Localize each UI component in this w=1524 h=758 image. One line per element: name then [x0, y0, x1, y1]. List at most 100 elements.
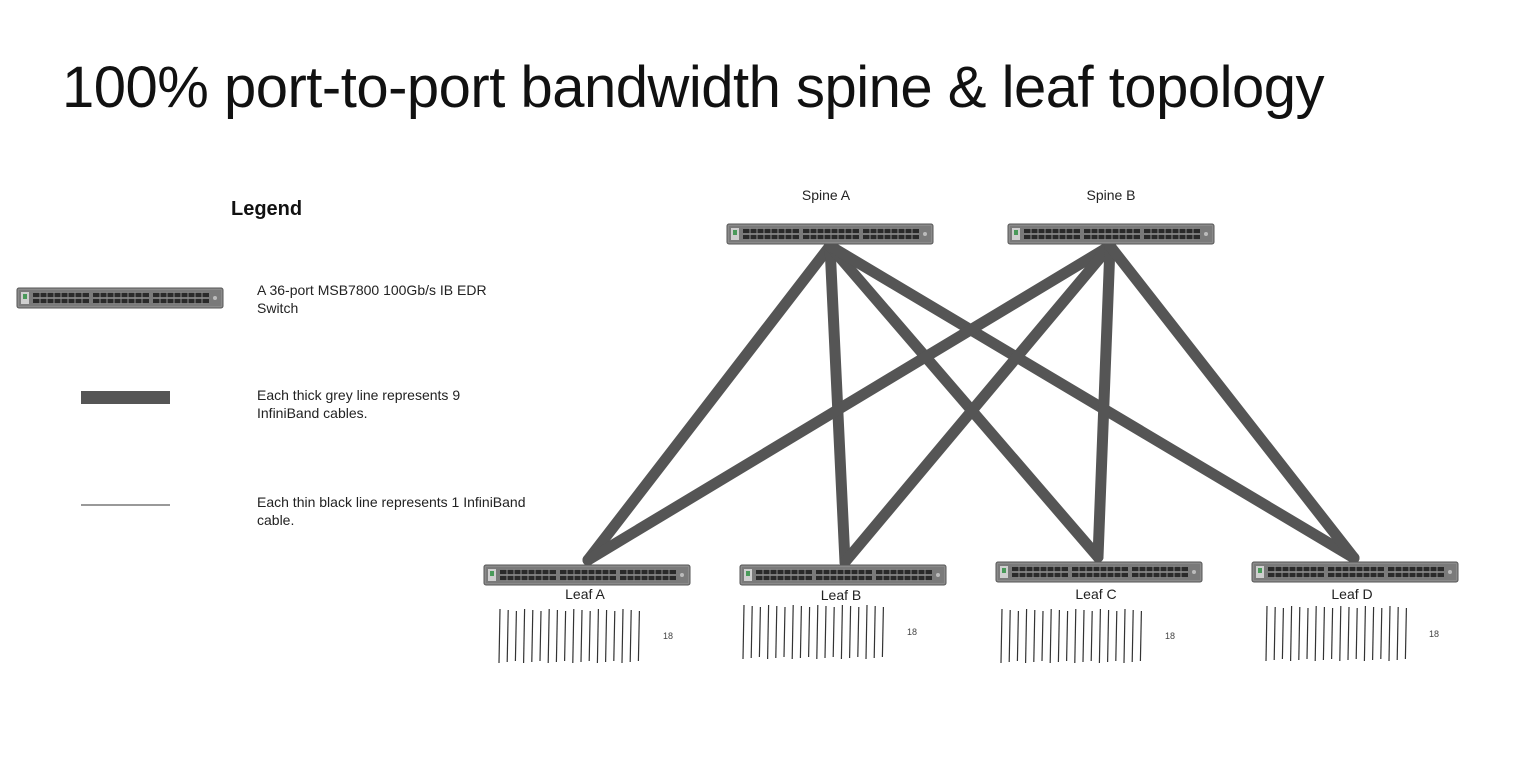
- downlink-cable: [621, 608, 624, 664]
- downlink-cable: [1339, 605, 1342, 662]
- downlink-cable: [1041, 610, 1044, 662]
- spine-b-switch-icon: [1007, 223, 1215, 245]
- downlink-cable: [588, 610, 591, 662]
- downlink-cable: [865, 604, 868, 660]
- downlink-cable: [498, 608, 501, 664]
- leaf-b-switch-icon: [739, 564, 947, 586]
- leaf-a-label: Leaf A: [565, 586, 605, 602]
- downlink-cable: [1008, 609, 1011, 663]
- downlink-cable: [1016, 610, 1019, 662]
- downlink-cable: [783, 606, 786, 658]
- downlink-cable: [816, 604, 819, 660]
- downlink-cable: [637, 610, 640, 662]
- downlink-cable: [629, 609, 632, 663]
- downlink-cable: [605, 609, 608, 663]
- legend-thick-text-line1: Each thick grey line represents 9: [257, 387, 461, 403]
- downlink-cable: [775, 605, 778, 659]
- downlink-cable: [1322, 606, 1325, 661]
- downlink-cable: [1025, 608, 1028, 664]
- downlink-cable: [750, 605, 753, 659]
- downlink-cable: [808, 606, 811, 658]
- downlink-cable: [1139, 610, 1142, 662]
- downlink-cable: [881, 606, 884, 658]
- downlink-cable: [506, 609, 509, 663]
- downlink-cable: [1107, 609, 1110, 663]
- downlink-cable: [767, 604, 770, 660]
- downlink-cable: [1090, 610, 1093, 662]
- downlink-cable: [1273, 606, 1276, 661]
- downlink-cable: [742, 604, 745, 660]
- downlink-cable: [824, 605, 827, 659]
- downlink-cable: [580, 609, 583, 663]
- downlink-cable: [832, 606, 835, 658]
- legend-switch-icon: [16, 287, 224, 309]
- downlink-cable: [1098, 608, 1101, 664]
- leaf-d-switch-icon: [1251, 561, 1459, 583]
- downlink-cable: [1404, 607, 1407, 660]
- downlink-cable: [849, 605, 852, 659]
- downlink-cable: [1363, 605, 1366, 662]
- downlink-cable: [1355, 607, 1358, 660]
- legend-switch-description: A 36-port MSB7800 100Gb/s IB EDR Switch: [257, 281, 547, 317]
- link-spine-a-leaf-a: [582, 240, 836, 566]
- downlink-cable: [1265, 605, 1268, 662]
- downlink-cable: [1372, 606, 1375, 661]
- downlink-cable: [596, 608, 599, 664]
- legend-heading: Legend: [231, 198, 303, 220]
- downlink-cable: [1306, 607, 1309, 660]
- downlink-cable: [1123, 608, 1126, 664]
- legend-thick-line-description: Each thick grey line represents 9 Infini…: [257, 386, 547, 422]
- leaf-b-cable-count: 18: [907, 627, 918, 637]
- page-title: 100% port-to-port bandwidth spine & leaf…: [62, 55, 1324, 120]
- leaf-a-switch-icon: [483, 564, 691, 586]
- leaf-d-cable-count: 18: [1429, 629, 1440, 639]
- spine-a-switch-icon: [726, 223, 934, 245]
- leaf-b-label: Leaf B: [820, 587, 862, 603]
- downlink-cable: [523, 608, 526, 664]
- downlink-cable: [1281, 607, 1284, 660]
- downlink-cable: [1314, 605, 1317, 662]
- link-spine-b-leaf-a: [582, 240, 1116, 566]
- legend-thin-text-line1: Each thin black line represents 1 Infini…: [257, 494, 526, 510]
- downlink-cable: [1290, 605, 1293, 662]
- link-spine-b-leaf-b: [839, 240, 1116, 568]
- downlink-cable: [514, 610, 517, 662]
- downlink-cable: [572, 608, 575, 664]
- downlink-cable: [791, 604, 794, 660]
- downlink-cable: [1396, 606, 1399, 661]
- downlink-cable: [555, 609, 558, 663]
- spine-a-label: Spine A: [801, 187, 851, 203]
- downlink-cable: [873, 605, 876, 659]
- downlink-cable: [1298, 606, 1301, 661]
- link-spine-a-leaf-d: [824, 240, 1360, 564]
- downlink-cable: [799, 605, 802, 659]
- downlink-cable: [1331, 607, 1334, 660]
- downlink-cable: [758, 606, 761, 658]
- downlink-cable: [1388, 605, 1391, 662]
- downlink-cable: [1115, 610, 1118, 662]
- legend-switch-text-line1: A 36-port MSB7800 100Gb/s IB EDR: [257, 282, 487, 298]
- leaf-c-cable-count: 18: [1165, 631, 1176, 641]
- link-spine-b-leaf-c: [1092, 240, 1116, 563]
- spine-b-label: Spine B: [1086, 187, 1136, 203]
- downlink-cable: [857, 606, 860, 658]
- downlink-cable: [1049, 608, 1052, 664]
- legend-switch-text-line2: Switch: [257, 300, 299, 316]
- downlink-cable: [531, 609, 534, 663]
- leaf-c-switch-icon: [995, 561, 1203, 583]
- downlink-cable: [1057, 609, 1060, 663]
- link-spine-a-leaf-c: [824, 240, 1104, 563]
- legend-thin-text-line2: cable.: [257, 512, 295, 528]
- leaf-c-label: Leaf C: [1075, 586, 1117, 602]
- leaf-a-cable-count: 18: [663, 631, 674, 641]
- legend-thick-text-line2: InfiniBand cables.: [257, 405, 368, 421]
- downlink-cable: [1131, 609, 1134, 663]
- downlink-cable: [547, 608, 550, 664]
- downlink-cable: [1033, 609, 1036, 663]
- downlink-cable: [1082, 609, 1085, 663]
- link-spine-b-leaf-d: [1104, 240, 1360, 564]
- downlink-cable: [613, 610, 616, 662]
- leaf-d-label: Leaf D: [1331, 586, 1373, 602]
- downlink-cable: [840, 604, 843, 660]
